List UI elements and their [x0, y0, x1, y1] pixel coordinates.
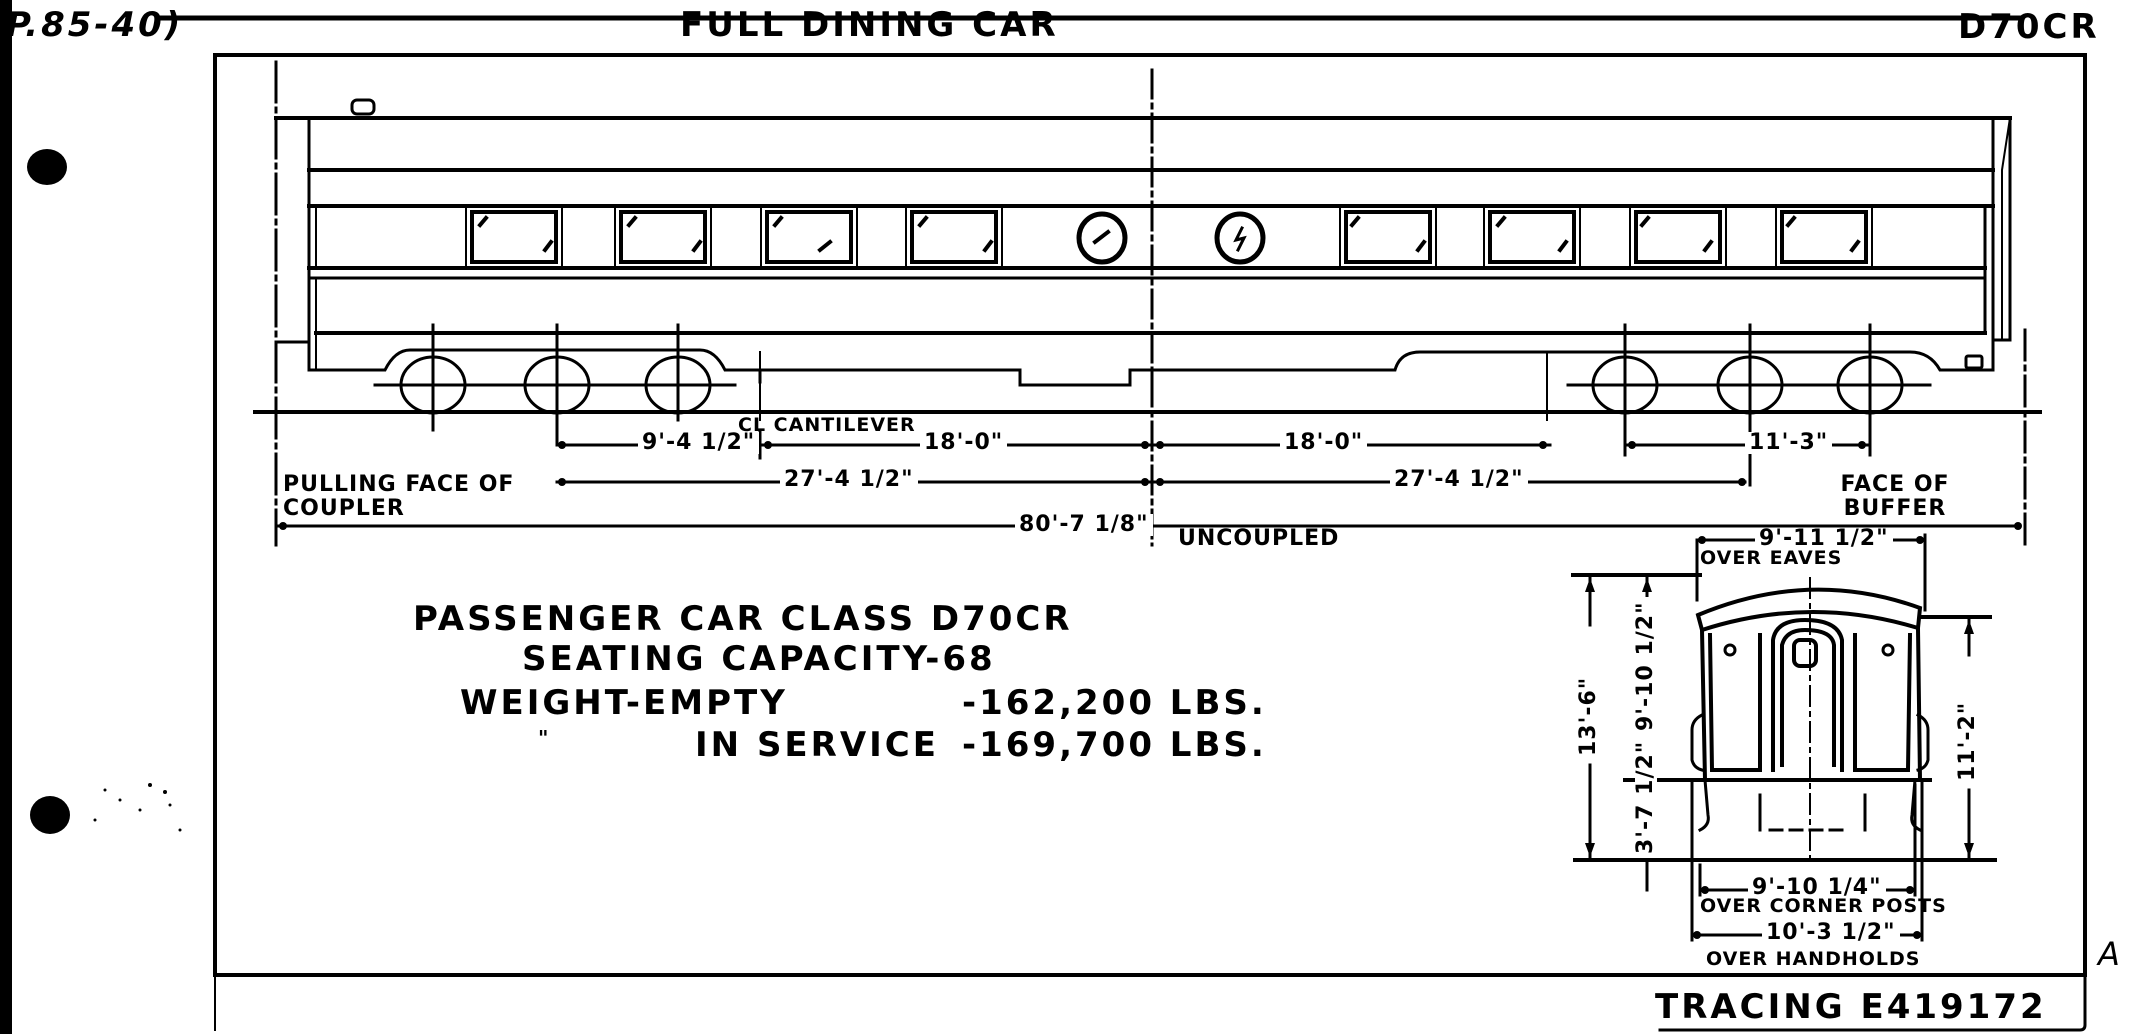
label-over-handholds: OVER HANDHOLDS — [1706, 948, 1921, 970]
spec-in-service-label: IN SERVICE — [695, 725, 939, 765]
dim-height-upper: 9'-10 1/2" — [1633, 597, 1658, 735]
dim-width-handholds: 10'-3 1/2" — [1762, 922, 1900, 944]
right-truck — [1566, 323, 1932, 487]
dim-cantilever-to-center-left: 18'-0" — [920, 432, 1008, 454]
label-over-corner-posts: OVER CORNER POSTS — [1700, 895, 1947, 917]
portholes — [1076, 211, 1266, 265]
dim-overall-length: 80'-7 1/8" — [1015, 514, 1153, 536]
windows-left — [470, 210, 998, 264]
revision-mark: A — [2098, 935, 2123, 973]
end-elevation — [1571, 573, 1997, 862]
spec-seating-capacity: SEATING CAPACITY-68 — [522, 639, 996, 679]
windows-right — [1344, 210, 1868, 264]
label-over-eaves: OVER EAVES — [1700, 547, 1843, 569]
drawing-title: FULL DINING CAR — [680, 5, 1059, 45]
dim-truck-to-center-left: 27'-4 1/2" — [780, 469, 918, 491]
dim-center-to-cantilever-right: 18'-0" — [1280, 432, 1368, 454]
left-truck — [373, 323, 737, 447]
punch-hole-top — [27, 149, 67, 185]
punch-hole-bottom — [30, 796, 70, 834]
left-binding-edge — [0, 0, 12, 1034]
dim-overall-note: UNCOUPLED — [1178, 526, 1340, 551]
left-reference-label: PULLING FACE OF COUPLER — [283, 472, 515, 521]
spec-in-service-value: -169,700 LBS. — [962, 725, 1267, 765]
dim-truck-wheelbase: 11'-3" — [1745, 432, 1833, 454]
spec-class: PASSENGER CAR CLASS D70CR — [413, 599, 1073, 639]
dim-height-overall: 13'-6" — [1576, 672, 1601, 760]
spec-weight-empty-label: WEIGHT-EMPTY — [460, 683, 788, 723]
dim-width-corner-posts: 9'-10 1/4" — [1748, 877, 1886, 899]
dim-height-lower: 3'-7 1/2" — [1633, 736, 1658, 858]
tracing-number: TRACING E419172 — [1655, 987, 2047, 1027]
class-code: D70CR — [1958, 7, 2100, 47]
drawing-frame — [213, 53, 2087, 977]
dim-height-eaves: 11'-2" — [1955, 697, 1980, 785]
spec-weight-empty-value: -162,200 LBS. — [962, 683, 1267, 723]
right-reference-label: FACE OF BUFFER — [1840, 472, 1950, 521]
dim-cantilever-label: CL CANTILEVER — [738, 414, 916, 436]
dim-width-over-eaves: 9'-11 1/2" — [1755, 528, 1893, 550]
file-reference: P.85-40) — [6, 5, 184, 45]
spec-ditto-mark: " — [538, 726, 552, 750]
dim-truck-to-cantilever: 9'-4 1/2" — [638, 432, 760, 454]
dim-center-to-truck-right: 27'-4 1/2" — [1390, 469, 1528, 491]
